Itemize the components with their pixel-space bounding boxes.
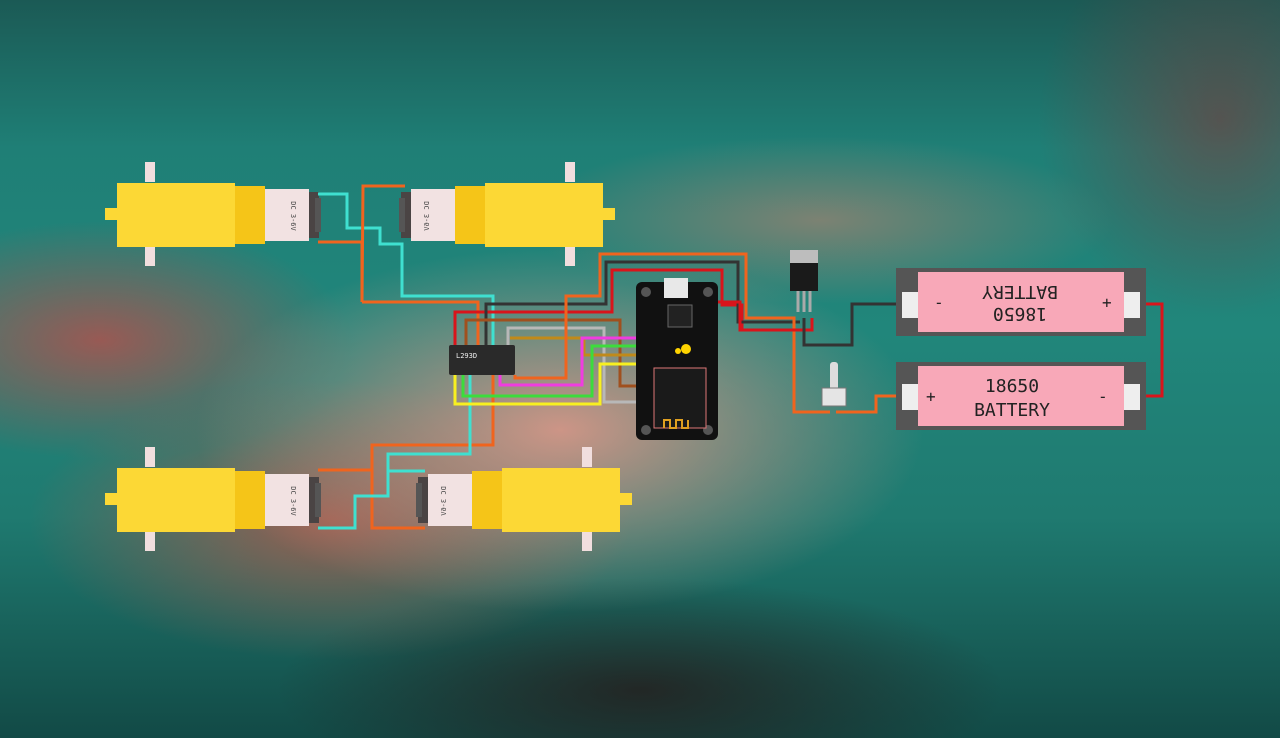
svg-text:18650: 18650	[993, 303, 1047, 324]
motor-top-left: DC 3-6V	[105, 162, 321, 266]
motor-top-right: DC 3-6V	[399, 162, 615, 266]
svg-text:DC 3-6V: DC 3-6V	[423, 201, 431, 231]
svg-text:BATTERY: BATTERY	[982, 281, 1058, 302]
nodemcu-board	[636, 278, 718, 440]
voltage-regulator	[790, 250, 818, 312]
svg-text:L293D: L293D	[456, 352, 477, 360]
svg-text:BATTERY: BATTERY	[974, 400, 1050, 421]
svg-text:DC 3-6V: DC 3-6V	[289, 201, 297, 231]
l293d-driver-chip: L293D	[449, 345, 515, 375]
motor-bottom-left: DC 3-6V	[105, 447, 321, 551]
svg-text:-: -	[1098, 387, 1108, 406]
svg-text:+: +	[1102, 293, 1112, 312]
toggle-switch[interactable]	[821, 362, 847, 407]
motor-bottom-right: DC 3-6V	[416, 447, 632, 551]
svg-text:-: -	[934, 293, 944, 312]
svg-text:18650: 18650	[985, 376, 1039, 397]
battery-top: 18650 BATTERY - +	[896, 268, 1146, 336]
battery-bottom: 18650 BATTERY + -	[896, 362, 1146, 430]
svg-text:DC 3-6V: DC 3-6V	[289, 486, 297, 516]
svg-text:DC 3-6V: DC 3-6V	[440, 486, 448, 516]
svg-text:+: +	[926, 387, 936, 406]
